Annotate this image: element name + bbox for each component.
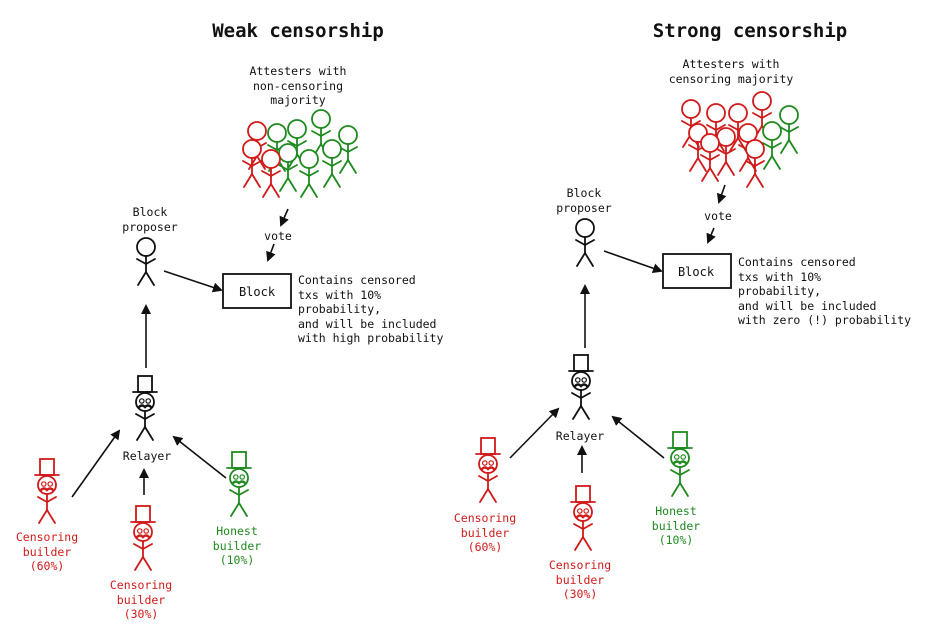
- weak-builder-censoring-60-figure: [34, 458, 60, 524]
- weak-block-label: Block: [238, 285, 276, 299]
- weak-vote-arrow-top: [279, 208, 289, 227]
- weak-builder-honest-10-figure: [226, 451, 252, 517]
- weak-attester-figure-3: [287, 119, 307, 168]
- strong-block-box: [662, 253, 732, 289]
- weak-proposer-label: Block proposer: [122, 205, 178, 234]
- strong-vote-label: vote: [704, 209, 732, 223]
- strong-block-note: Contains censored txs with 10% probabili…: [738, 255, 912, 327]
- strong-builder-label-censoring-60: Censoring builder (60%): [453, 511, 517, 554]
- weak-attesters-label: Attesters with non-censoring majority: [249, 64, 347, 107]
- weak-builder-label-censoring-60: Censoring builder (60%): [15, 530, 79, 573]
- weak-vote-label: vote: [264, 229, 292, 243]
- weak-attester-figure-10: [299, 149, 319, 198]
- strong-builder-honest-10-figure: [667, 431, 693, 497]
- strong-attesters-label: Attesters with censoring majority: [668, 57, 794, 86]
- strong-attester-figure-5: [779, 105, 799, 154]
- weak-attester-figure-6: [242, 139, 262, 188]
- weak-attester-figure-9: [261, 149, 281, 198]
- weak-builder-label-honest-10: Honest builder (10%): [212, 524, 262, 567]
- strong-vote-arrow-top: [716, 184, 727, 204]
- weak-relayer-label: Relayer: [122, 449, 172, 463]
- strong-proposer-label: Block proposer: [556, 186, 612, 215]
- weak-honest-to-relayer-arrow: [172, 435, 227, 479]
- strong-proposer-figure: [575, 218, 595, 267]
- weak-proposer-to-block-arrow: [163, 270, 223, 293]
- weak-proposer-figure: [136, 237, 156, 286]
- strong-attester-figure-7: [716, 127, 736, 176]
- strong-builder60-to-relayer-arrow: [509, 407, 560, 459]
- strong-attester-figure-9: [762, 121, 782, 170]
- weak-attester-figure-5: [338, 125, 358, 174]
- strong-vote-arrow: [706, 227, 716, 244]
- strong-builder-label-honest-10: Honest builder (10%): [651, 504, 701, 547]
- strong-proposer-to-block-arrow: [603, 250, 663, 274]
- strong-builder-label-censoring-30: Censoring builder (30%): [548, 558, 612, 601]
- weak-relayer-figure: [132, 375, 158, 441]
- strong-relayer-label: Relayer: [555, 429, 605, 443]
- weak-block-note: Contains censored txs with 10% probabili…: [298, 273, 444, 345]
- weak-vote-arrow: [266, 243, 276, 262]
- weak-attester-figure-7: [278, 143, 298, 192]
- strong-attester-figure-3: [728, 103, 748, 152]
- strong-honest-to-relayer-arrow: [611, 415, 665, 459]
- strong-attester-figure-11: [745, 139, 765, 188]
- weak-builder-censoring-30-figure: [130, 505, 156, 571]
- weak-builder60-to-relayer-arrow: [71, 429, 121, 498]
- strong-builder-censoring-60-figure: [475, 437, 501, 503]
- strong-block-label: Block: [677, 265, 715, 279]
- weak-title: Weak censorship: [212, 20, 384, 42]
- strong-builder-censoring-30-figure: [570, 485, 596, 551]
- strong-title: Strong censorship: [652, 20, 848, 42]
- strong-relayer-figure: [568, 354, 594, 420]
- weak-builder-label-censoring-30: Censoring builder (30%): [109, 578, 173, 621]
- strong-attester-figure-10: [700, 133, 720, 182]
- weak-attester-figure-4: [311, 109, 331, 158]
- weak-block-box: [222, 273, 292, 309]
- weak-attester-figure-8: [322, 139, 342, 188]
